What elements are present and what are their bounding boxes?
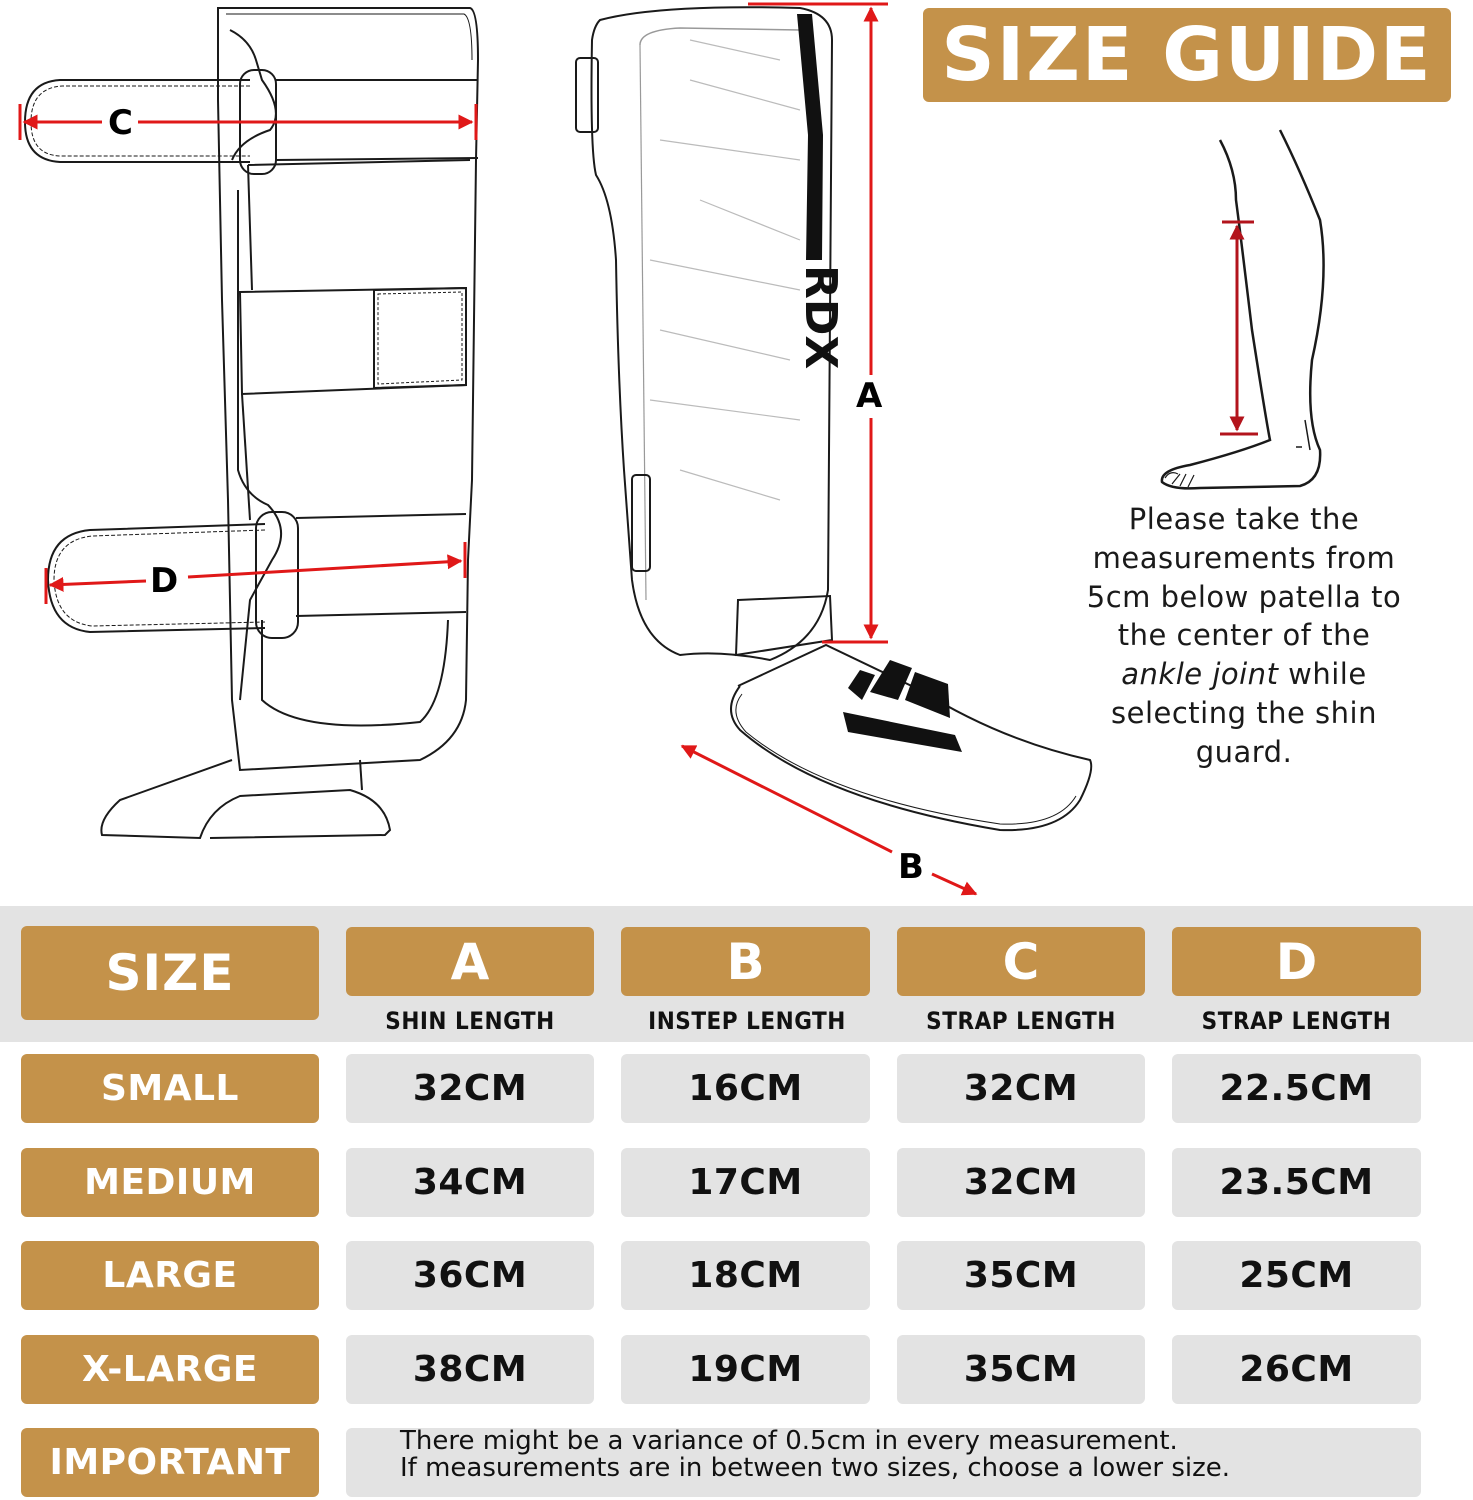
table-cell: 32CM: [346, 1054, 594, 1123]
column-b-header: B: [621, 927, 870, 996]
instruction-line: the center of the: [1117, 618, 1371, 653]
table-cell: 26CM: [1172, 1335, 1421, 1404]
table-cell: 32CM: [897, 1148, 1145, 1217]
shin-guard-back-view: [23, 7, 480, 840]
table-cell: 18CM: [621, 1241, 870, 1310]
table-cell: 35CM: [897, 1335, 1145, 1404]
table-cell: 23.5CM: [1172, 1148, 1421, 1217]
leg-measure-marker: [1220, 220, 1258, 436]
column-d-header: D: [1172, 927, 1421, 996]
label-b: B: [898, 847, 924, 887]
table-cell: 38CM: [346, 1335, 594, 1404]
table-cell: 25CM: [1172, 1241, 1421, 1310]
column-a-header: A: [346, 927, 594, 996]
brand-logo-side: RDX: [795, 265, 846, 369]
size-header: SIZE: [21, 926, 319, 1020]
table-cell: 35CM: [897, 1241, 1145, 1310]
column-b-label: INSTEP LENGTH: [648, 1007, 846, 1035]
column-c-header: C: [897, 927, 1145, 996]
instruction-line: guard.: [1195, 734, 1293, 769]
table-cell: 19CM: [621, 1335, 870, 1404]
instruction-emphasis: ankle joint: [1121, 657, 1279, 692]
label-a: A: [856, 376, 883, 416]
important-line: There might be a variance of 0.5cm in ev…: [400, 1426, 1178, 1456]
illustrations: RDX C D: [18, 2, 1325, 896]
table-cell: 34CM: [346, 1148, 594, 1217]
instruction-text: while: [1278, 657, 1367, 692]
row-label-small: SMALL: [21, 1054, 319, 1123]
important-note: There might be a variance of 0.5cm in ev…: [346, 1428, 1421, 1497]
important-label: IMPORTANT: [21, 1428, 319, 1497]
table-cell: 36CM: [346, 1241, 594, 1310]
measure-a: [748, 2, 888, 644]
instruction-line: Please take the: [1128, 502, 1360, 536]
shin-guard-diagram: RDX: [18, 2, 1325, 896]
measure-b: [680, 744, 978, 896]
column-a-label: SHIN LENGTH: [385, 1007, 555, 1035]
row-label-medium: MEDIUM: [21, 1148, 319, 1217]
size-guide-title: SIZE GUIDE: [923, 8, 1451, 102]
row-label-x-large: X-LARGE: [21, 1335, 319, 1404]
measurement-instructions: Please take the measurements from 5cm be…: [1062, 500, 1426, 772]
column-c-label: STRAP LENGTH: [926, 1007, 1116, 1035]
instruction-line: 5cm below patella to: [1086, 579, 1402, 614]
row-label-large: LARGE: [21, 1241, 319, 1310]
table-cell: 17CM: [621, 1148, 870, 1217]
table-cell: 32CM: [897, 1054, 1145, 1123]
shin-guard-side-view: [575, 6, 1093, 832]
table-cell: 22.5CM: [1172, 1054, 1421, 1123]
leg-illustration: [1160, 129, 1325, 490]
label-c: C: [108, 103, 133, 143]
column-d-label: STRAP LENGTH: [1201, 1007, 1392, 1035]
measure-c: [18, 104, 478, 140]
instruction-line: measurements from: [1092, 540, 1396, 575]
brand-emblem-foot: [843, 660, 962, 752]
instruction-line: ankle joint while: [1062, 655, 1426, 694]
important-line: If measurements are in between two sizes…: [400, 1453, 1230, 1483]
measure-d: [44, 542, 467, 604]
instruction-line: selecting the shin: [1111, 695, 1377, 730]
table-cell: 16CM: [621, 1054, 870, 1123]
label-d: D: [150, 561, 179, 601]
